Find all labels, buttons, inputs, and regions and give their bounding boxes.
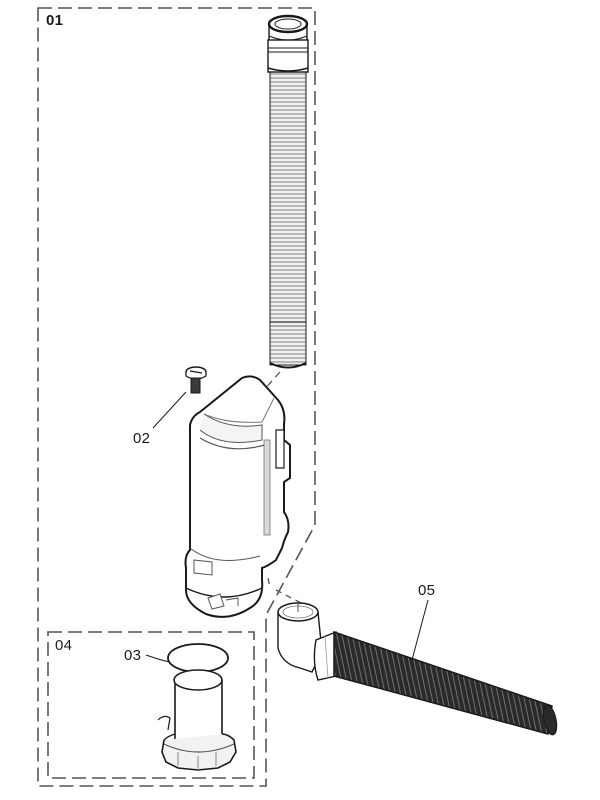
callout-leader-02 bbox=[152, 391, 187, 429]
corrugated-drain-hose bbox=[333, 630, 558, 736]
o-ring-seal bbox=[167, 643, 229, 673]
screw bbox=[185, 366, 207, 394]
valve-body bbox=[184, 375, 291, 618]
callout-label-05: 05 bbox=[418, 582, 436, 599]
flexible-overflow-tube bbox=[267, 14, 309, 369]
callout-label-03: 03 bbox=[124, 647, 142, 664]
assembly-guide-line bbox=[267, 577, 271, 589]
callout-label-02: 02 bbox=[133, 430, 151, 447]
assembly-guide-line bbox=[261, 371, 281, 393]
elbow-fitting bbox=[277, 602, 341, 681]
callout-label-04: 04 bbox=[55, 637, 73, 654]
group-04-boundary bbox=[47, 631, 255, 779]
callout-leader-05 bbox=[411, 599, 429, 661]
outlet-connector bbox=[157, 669, 237, 771]
callout-leader-03 bbox=[145, 654, 171, 663]
callout-label-01: 01 bbox=[46, 12, 64, 29]
